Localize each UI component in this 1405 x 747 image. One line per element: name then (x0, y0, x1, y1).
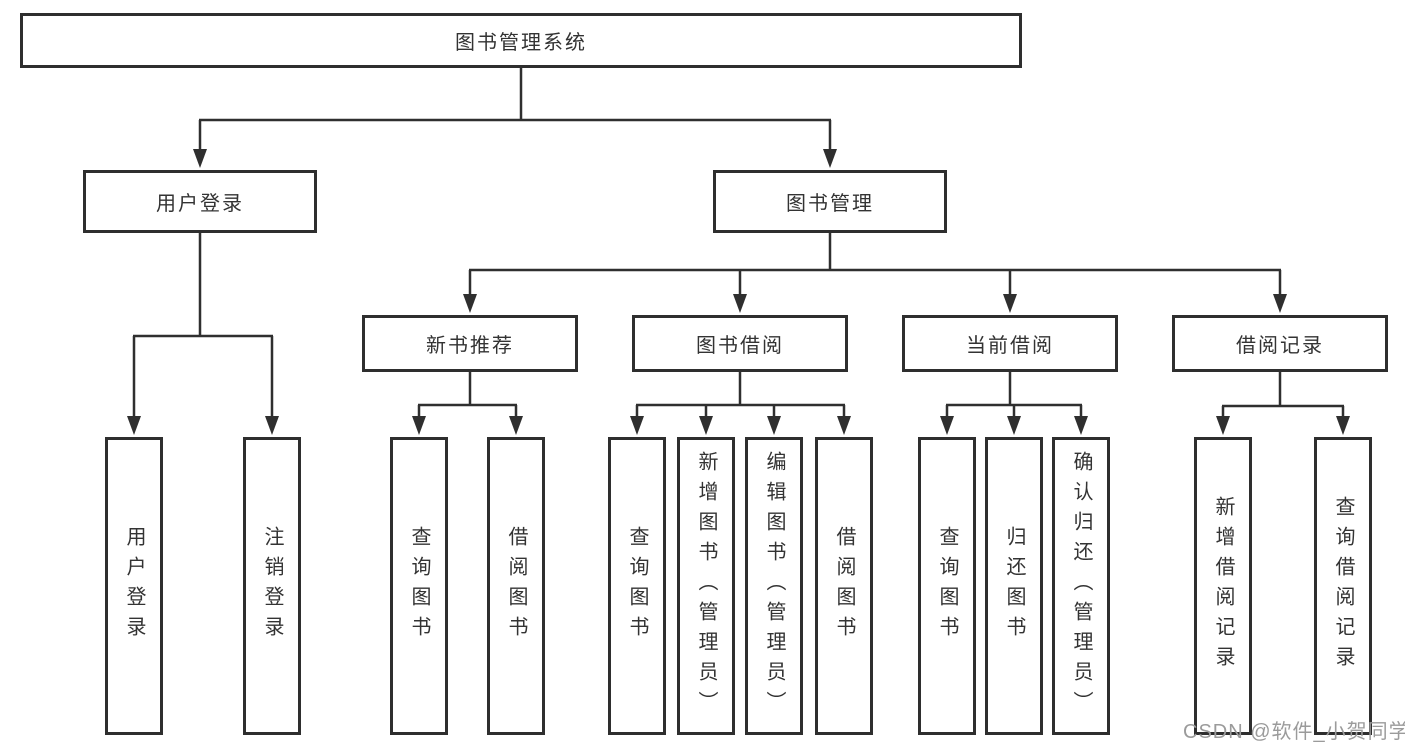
node-label: 查询图书 (408, 526, 430, 646)
node-label: 用户登录 (123, 526, 145, 646)
csdn-watermark: CSDN @软件_小贺同学 (1183, 721, 1405, 743)
node-label: 查询图书 (936, 526, 958, 646)
node-new-book-recommend: 新书推荐 (362, 315, 578, 372)
node-label: 新增借阅记录 (1212, 496, 1234, 676)
node-label: 借阅图书 (505, 526, 527, 646)
leaf-query-book: 查询图书 (918, 437, 976, 735)
node-label: 新书推荐 (426, 335, 514, 357)
leaf-add-book-admin: 新增图书（管理员） (677, 437, 735, 735)
leaf-query-book: 查询图书 (390, 437, 448, 735)
node-borrow-records: 借阅记录 (1172, 315, 1388, 372)
leaf-borrow-book: 借阅图书 (487, 437, 545, 735)
node-label: 查询借阅记录 (1332, 496, 1354, 676)
node-current-borrow: 当前借阅 (902, 315, 1118, 372)
node-user-login: 用户登录 (83, 170, 317, 233)
node-label: 用户登录 (156, 193, 244, 215)
node-book-borrow: 图书借阅 (632, 315, 848, 372)
leaf-user-login: 用户登录 (105, 437, 163, 735)
leaf-logout: 注销登录 (243, 437, 301, 735)
node-label: 确认归还（管理员） (1070, 451, 1092, 721)
node-label: 查询图书 (626, 526, 648, 646)
node-label: 图书借阅 (696, 335, 784, 357)
node-label: 归还图书 (1003, 526, 1025, 646)
node-label: 注销登录 (261, 526, 283, 646)
leaf-query-borrow-record: 查询借阅记录 (1314, 437, 1372, 735)
leaf-borrow-book: 借阅图书 (815, 437, 873, 735)
node-label: 图书管理 (786, 193, 874, 215)
leaf-query-book: 查询图书 (608, 437, 666, 735)
node-label: 新增图书（管理员） (695, 451, 717, 721)
leaf-edit-book-admin: 编辑图书（管理员） (745, 437, 803, 735)
node-label: 借阅图书 (833, 526, 855, 646)
node-label: 借阅记录 (1236, 335, 1324, 357)
node-book-management: 图书管理 (713, 170, 947, 233)
leaf-confirm-return-admin: 确认归还（管理员） (1052, 437, 1110, 735)
leaf-return-book: 归还图书 (985, 437, 1043, 735)
node-label: 编辑图书（管理员） (763, 451, 785, 721)
node-label: 图书管理系统 (455, 32, 587, 54)
node-library-system: 图书管理系统 (20, 13, 1022, 68)
node-label: 当前借阅 (966, 335, 1054, 357)
leaf-add-borrow-record: 新增借阅记录 (1194, 437, 1252, 735)
